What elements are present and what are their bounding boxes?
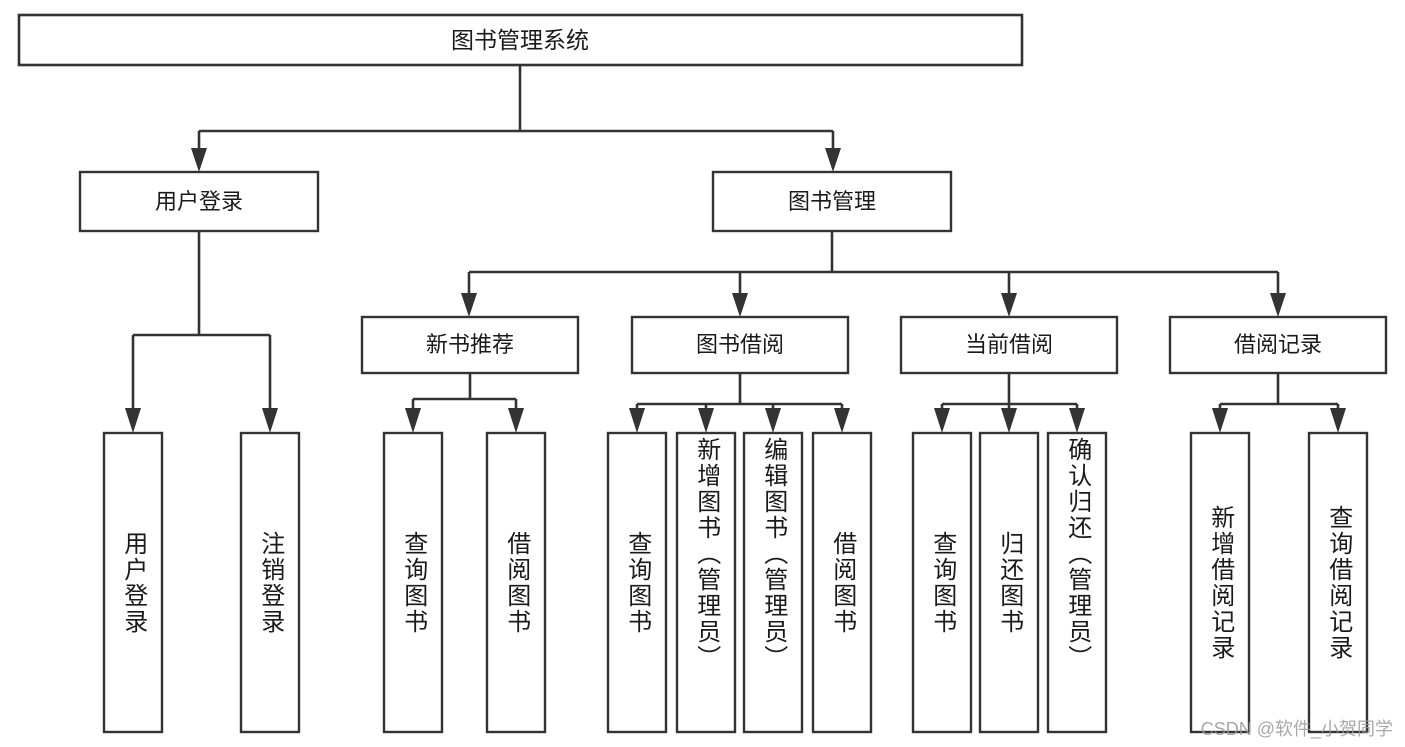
- leaf-node-book-borrow-3[interactable]: [742, 431, 804, 734]
- arrow-to-book-manage-icon: [825, 148, 841, 172]
- edges-book-borrow-to-leaves: [629, 373, 850, 433]
- edges-current-borrow-to-leaves: [934, 373, 1085, 433]
- leaf-node-borrow-record-1[interactable]: [1189, 431, 1251, 734]
- arrow-nbr-l1-icon: [405, 408, 421, 433]
- leaf-current-borrow-1-shape: [911, 431, 973, 734]
- arrow-bm-c2-icon: [732, 293, 748, 317]
- new-book-rec-box-shape: [360, 315, 580, 375]
- leaf-new-book-1-shape: [382, 431, 444, 734]
- node-current-borrow[interactable]: 当前借阅: [899, 315, 1119, 375]
- node-book-borrow[interactable]: 图书借阅: [630, 315, 850, 375]
- leaf-borrow-record-1-shape: [1189, 431, 1251, 734]
- arrow-bb-l4-icon: [834, 408, 850, 433]
- leaf-user-login-2-shape: [239, 431, 301, 734]
- leaf-book-borrow-2-shape: [675, 431, 737, 734]
- leaf-book-borrow-4-shape: [811, 431, 873, 734]
- leaf-node-borrow-record-2[interactable]: [1307, 431, 1369, 734]
- root-box-shape: [17, 13, 1024, 67]
- edges-borrow-record-to-leaves: [1212, 373, 1346, 433]
- arrow-cb-l2-icon: [1001, 408, 1017, 433]
- edges-book-manage-to-level3: [461, 231, 1286, 317]
- user-login-box-label: 用户登录: [155, 189, 243, 214]
- node-borrow-record[interactable]: 借阅记录: [1168, 315, 1388, 375]
- arrow-to-user-login-icon: [191, 148, 207, 172]
- leaf-new-book-2-shape: [485, 431, 547, 734]
- leaf-node-current-borrow-2[interactable]: [978, 431, 1040, 734]
- leaf-current-borrow-2-shape: [978, 431, 1040, 734]
- leaf-user-login-1-shape: [102, 431, 164, 734]
- book-borrow-box-shape: [630, 315, 850, 375]
- book-manage-box-label: 图书管理: [788, 189, 876, 214]
- leaf-borrow-record-2-shape: [1307, 431, 1369, 734]
- arrow-user-login-l2-icon: [262, 408, 278, 433]
- book-borrow-box-label: 图书借阅: [696, 332, 784, 357]
- leaf-node-current-borrow-3[interactable]: [1046, 431, 1108, 734]
- arrow-bm-c4-icon: [1270, 293, 1286, 317]
- edges-root-to-level2: [191, 65, 841, 172]
- arrow-bb-l3-icon: [765, 408, 781, 433]
- leaf-book-borrow-1-shape: [606, 431, 668, 734]
- book-manage-box-shape: [711, 170, 953, 233]
- arrow-cb-l3-icon: [1069, 408, 1085, 433]
- node-user-login[interactable]: 用户登录: [78, 170, 320, 233]
- current-borrow-box-shape: [899, 315, 1119, 375]
- node-root[interactable]: 图书管理系统: [17, 13, 1024, 67]
- arrow-br-l2-icon: [1330, 408, 1346, 433]
- arrow-bm-c1-icon: [461, 293, 477, 317]
- borrow-record-box-label: 借阅记录: [1234, 332, 1322, 357]
- leaf-node-book-borrow-1[interactable]: [606, 431, 668, 734]
- root-box-label: 图书管理系统: [451, 27, 589, 53]
- arrow-bb-l1-icon: [629, 408, 645, 433]
- borrow-record-box-shape: [1168, 315, 1388, 375]
- arrow-cb-l1-icon: [934, 408, 950, 433]
- arrow-br-l1-icon: [1212, 408, 1228, 433]
- edges-new-book-rec-to-leaves: [405, 373, 524, 433]
- arrow-bm-c3-icon: [1001, 293, 1017, 317]
- node-new-book-rec[interactable]: 新书推荐: [360, 315, 580, 375]
- leaf-node-new-book-1[interactable]: [382, 431, 444, 734]
- leaf-book-borrow-3-shape: [742, 431, 804, 734]
- leaf-node-user-login-2[interactable]: [239, 431, 301, 734]
- node-book-manage[interactable]: 图书管理: [711, 170, 953, 233]
- leaf-node-book-borrow-2[interactable]: [675, 431, 737, 734]
- arrow-bb-l2-icon: [698, 408, 714, 433]
- arrow-user-login-l1-icon: [125, 408, 141, 433]
- arrow-nbr-l2-icon: [508, 408, 524, 433]
- leaf-node-user-login-1[interactable]: [102, 431, 164, 734]
- leaf-node-book-borrow-4[interactable]: [811, 431, 873, 734]
- leaf-current-borrow-3-shape: [1046, 431, 1108, 734]
- leaf-node-new-book-2[interactable]: [485, 431, 547, 734]
- edges-user-login-to-leaves: [125, 231, 278, 433]
- leaf-node-current-borrow-1[interactable]: [911, 431, 973, 734]
- current-borrow-box-label: 当前借阅: [965, 332, 1053, 357]
- new-book-rec-box-label: 新书推荐: [426, 332, 514, 357]
